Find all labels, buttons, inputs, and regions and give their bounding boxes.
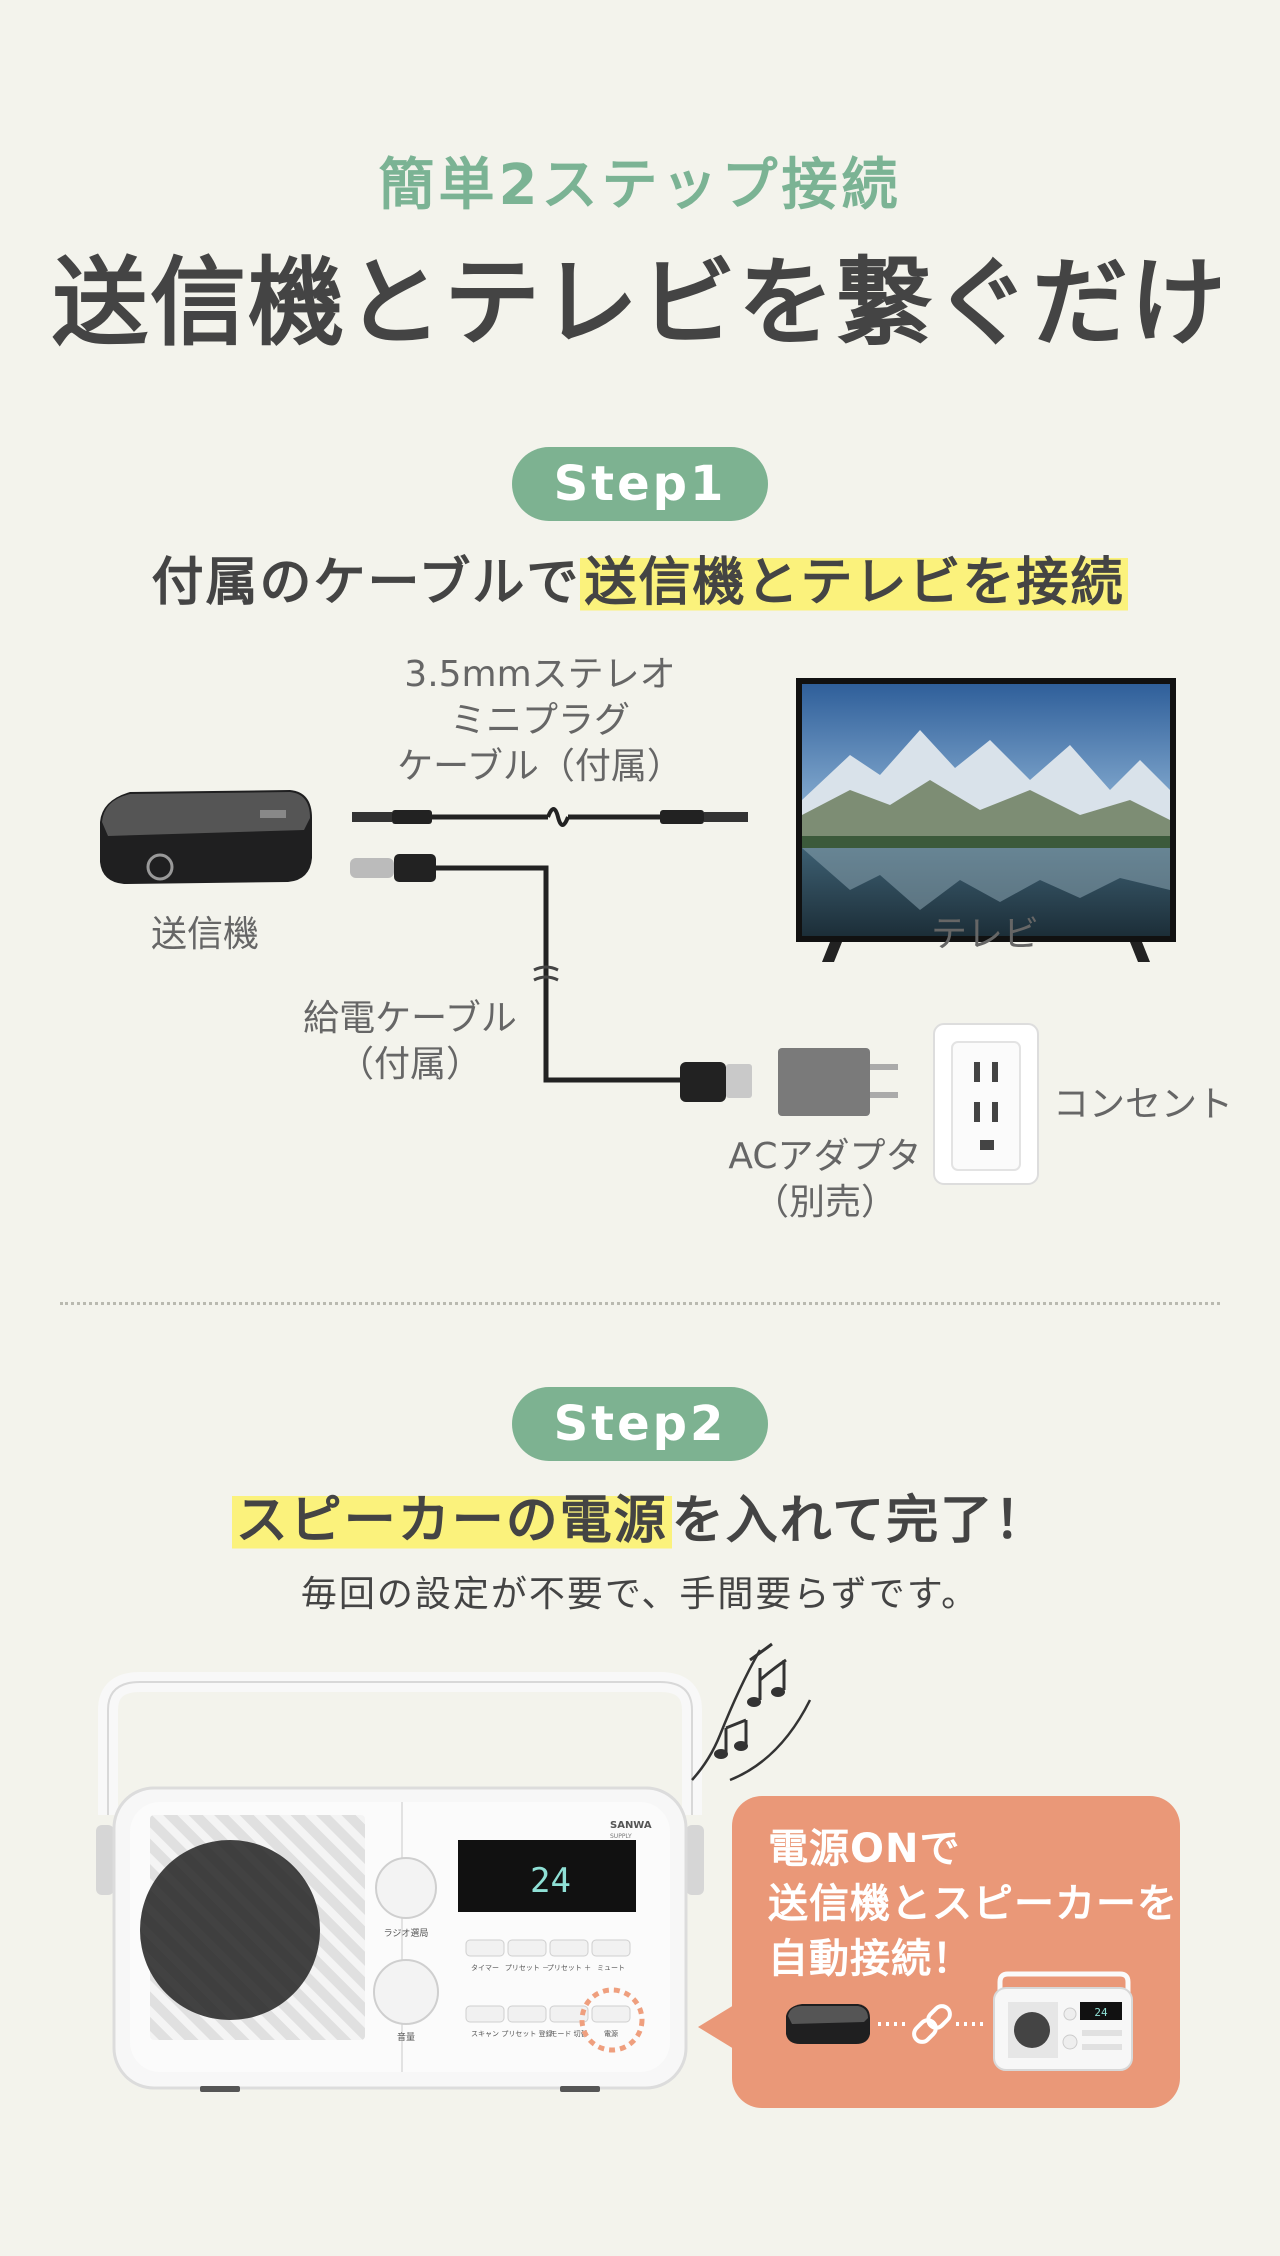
step2-heading-plain: を入れて完了！ [671, 1491, 1049, 1551]
radio-speaker: SANWA SUPPLY 24 ラジオ選局 音量 タイマー プリセット － プリ… [96, 1672, 704, 2092]
radio-brand: SANWA [610, 1820, 652, 1831]
step2-heading: スピーカーの電源を入れて完了！ [0, 1478, 1280, 1553]
radio-display-value: 24 [530, 1861, 571, 1901]
power-cable-label: 給電ケーブル （付属） [270, 996, 550, 1088]
radio-button-preset-save: プリセット 登録 [501, 2029, 552, 2038]
bubble-line1: 電源ONで [768, 1826, 961, 1872]
bubble-tail [698, 2005, 734, 2049]
auto-connect-illustration: 24 [786, 1971, 1133, 2071]
section-divider [60, 1302, 1220, 1305]
outlet [933, 1023, 1039, 1185]
cable-label-line1: 3.5mmステレオ [404, 654, 676, 695]
step2-description: 毎回の設定が不要で、手間要らずです。 [300, 1574, 980, 1615]
page-subtitle: 簡単2ステップ接続 [378, 153, 902, 218]
step2-heading-highlight: スピーカーの電源 [231, 1491, 672, 1551]
connection-diagram [100, 678, 1176, 1185]
cable-label-line3: ケーブル（付属） [397, 746, 683, 787]
step1-heading-plain: 付属のケーブルで [151, 553, 581, 613]
radio-button-preset-up: プリセット ＋ [547, 1964, 591, 1972]
cable-label: 3.5mmステレオ ミニプラグ ケーブル（付属） [380, 652, 700, 790]
cable-label-line2: ミニプラグ [449, 700, 630, 741]
power-cable-label-line1: 給電ケーブル [303, 998, 517, 1039]
step1-badge: Step1 [512, 447, 768, 521]
radio-button-power: 電源 [604, 2029, 618, 2038]
adapter-label-line1: ACアダプタ [728, 1136, 922, 1177]
radio-button-mute: ミュート [597, 1964, 625, 1972]
radio-button-scan: スキャン [471, 2030, 499, 2038]
knob-volume-label: 音量 [397, 2031, 415, 2043]
transmitter-device [100, 790, 312, 884]
radio-button-mode: モード 切替 [550, 2029, 587, 2038]
adapter-label: ACアダプタ （別売） [710, 1134, 940, 1226]
tv-label: テレビ [930, 914, 1039, 955]
step1-heading-highlight: 送信機とテレビを接続 [580, 553, 1129, 613]
tv [796, 678, 1176, 962]
ac-adapter [778, 1048, 898, 1116]
radio-brand-sub: SUPPLY [610, 1833, 632, 1840]
adapter-label-line2: （別売） [752, 1182, 897, 1223]
knob-tuning-label: ラジオ選局 [384, 1928, 429, 1939]
step2-badge: Step2 [512, 1387, 768, 1461]
bubble-line2: 送信機とスピーカーを [768, 1881, 1178, 1927]
radio-buttons [465, 1939, 631, 2023]
bubble-line3: 自動接続！ [768, 1936, 973, 1982]
radio-button-preset-down: プリセット － [505, 1964, 549, 1972]
audio-cable [352, 807, 748, 827]
transmitter-label: 送信機 [150, 914, 259, 955]
music-note-icon [691, 1642, 812, 1782]
radio-button-timer: タイマー [471, 1963, 499, 1972]
power-cable [350, 854, 752, 1102]
step1-heading: 付属のケーブルで送信機とテレビを接続 [0, 540, 1280, 615]
page-title: 送信機とテレビを繋ぐだけ [52, 247, 1228, 359]
outlet-label: コンセント [1052, 1084, 1233, 1125]
link-icon [912, 2004, 952, 2044]
mini-radio-display: 24 [1094, 2006, 1108, 2019]
bubble-text: 電源ONで 送信機とスピーカーを 自動接続！ [768, 1822, 1178, 1987]
power-highlight-ring [579, 1987, 645, 2053]
power-cable-label-line2: （付属） [337, 1044, 482, 1085]
